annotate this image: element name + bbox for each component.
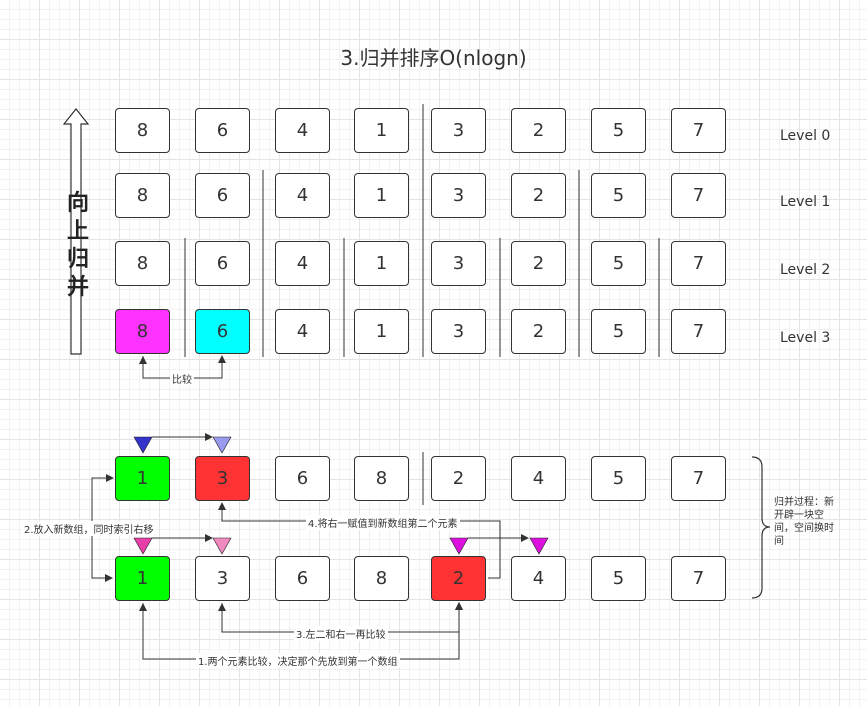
level0-cell: 8 [115, 108, 170, 153]
merge-bottom-cell: 6 [275, 556, 330, 601]
merge-bottom-cell-green: 1 [115, 556, 170, 601]
merge-bottom-cell: 5 [591, 556, 646, 601]
level0-cell: 7 [671, 108, 726, 153]
merge-top-cell-green: 1 [115, 456, 170, 501]
merge-top-cell: 8 [354, 456, 409, 501]
level1-cell: 2 [511, 173, 566, 218]
merge-top-cell-red: 3 [195, 456, 250, 501]
merge-bottom-cell-red: 2 [431, 556, 486, 601]
page-title: 3.归并排序O(nlogn) [340, 46, 527, 70]
level0-cell: 3 [431, 108, 486, 153]
pointer-blue-icon [133, 436, 153, 454]
merge-note: 归并过程：新开辟一块空间，空间换时间 [774, 497, 834, 547]
pointer-magenta-right-icon [529, 537, 549, 555]
level3-cell: 7 [671, 309, 726, 354]
level3-cell: 5 [591, 309, 646, 354]
level1-cell: 1 [354, 173, 409, 218]
compare-label: 比较 [170, 371, 194, 386]
level2-label: Level 2 [780, 262, 831, 278]
level1-label: Level 1 [780, 194, 831, 210]
pointer-magenta-left-icon [449, 537, 469, 555]
level2-cell: 1 [354, 241, 409, 286]
level0-cell: 6 [195, 108, 250, 153]
level3-cell: 3 [431, 309, 486, 354]
merge-top-cell: 5 [591, 456, 646, 501]
level3-cell-highlight-cyan: 6 [195, 309, 250, 354]
level3-cell: 2 [511, 309, 566, 354]
level1-cell: 4 [275, 173, 330, 218]
merge-bottom-cell: 7 [671, 556, 726, 601]
level0-cell: 1 [354, 108, 409, 153]
step4-connector [218, 502, 501, 579]
merge-top-cell: 6 [275, 456, 330, 501]
level1-cell: 6 [195, 173, 250, 218]
level2-cell: 4 [275, 241, 330, 286]
level2-cell: 8 [115, 241, 170, 286]
step2-label: 2.放入新数组，同时索引右移 [22, 521, 156, 536]
pointer-lightblue-icon [212, 436, 232, 454]
merge-bottom-cell: 4 [511, 556, 566, 601]
merge-top-cell: 4 [511, 456, 566, 501]
level2-cell: 5 [591, 241, 646, 286]
level0-cell: 5 [591, 108, 646, 153]
merge-top-cell: 2 [431, 456, 486, 501]
merge-top-cell: 7 [671, 456, 726, 501]
merge-bottom-cell: 3 [195, 556, 250, 601]
level1-cell: 8 [115, 173, 170, 218]
merge-up-label: 向上归并 [66, 191, 89, 300]
brace-icon [751, 456, 771, 599]
level1-cell: 5 [591, 173, 646, 218]
level0-cell: 4 [275, 108, 330, 153]
level3-cell: 1 [354, 309, 409, 354]
up-arrow-icon [62, 108, 90, 355]
pointer-lightpink-icon [212, 537, 232, 555]
level2-cell: 3 [431, 241, 486, 286]
step4-label: 4.将右一赋值到新数组第二个元素 [306, 515, 460, 530]
level2-cell: 6 [195, 241, 250, 286]
level1-cell: 3 [431, 173, 486, 218]
level0-cell: 2 [511, 108, 566, 153]
level0-label: Level 0 [780, 128, 831, 144]
level1-cell: 7 [671, 173, 726, 218]
pointer-pink-icon [133, 537, 153, 555]
level2-cell: 2 [511, 241, 566, 286]
level3-cell-highlight-magenta: 8 [115, 309, 170, 354]
step1-label: 1.两个元素比较，决定那个先放到第一个数组 [196, 653, 400, 668]
level3-label: Level 3 [780, 330, 831, 346]
step3-label: 3.左二和右一再比较 [294, 626, 388, 641]
level2-cell: 7 [671, 241, 726, 286]
level3-cell: 4 [275, 309, 330, 354]
merge-bottom-cell: 8 [354, 556, 409, 601]
